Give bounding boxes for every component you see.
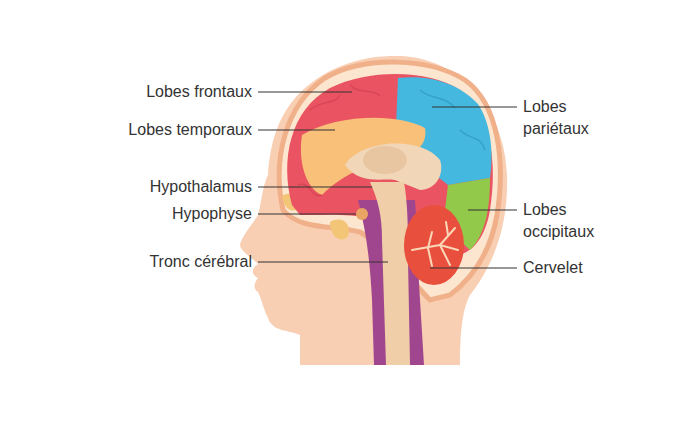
part-label: Hypothalamus: [150, 176, 252, 198]
part-label: Lobes occipitaux: [523, 199, 613, 243]
part-label: Lobes pariétaux: [523, 96, 613, 140]
part-label: Hypophyse: [172, 203, 252, 225]
part-label: Tronc cérébral: [149, 251, 252, 273]
part-label: Lobes temporaux: [128, 119, 252, 141]
part-label: Cervelet: [523, 257, 613, 279]
part-label: Lobes frontaux: [146, 81, 252, 103]
leader-lines: [258, 92, 517, 268]
